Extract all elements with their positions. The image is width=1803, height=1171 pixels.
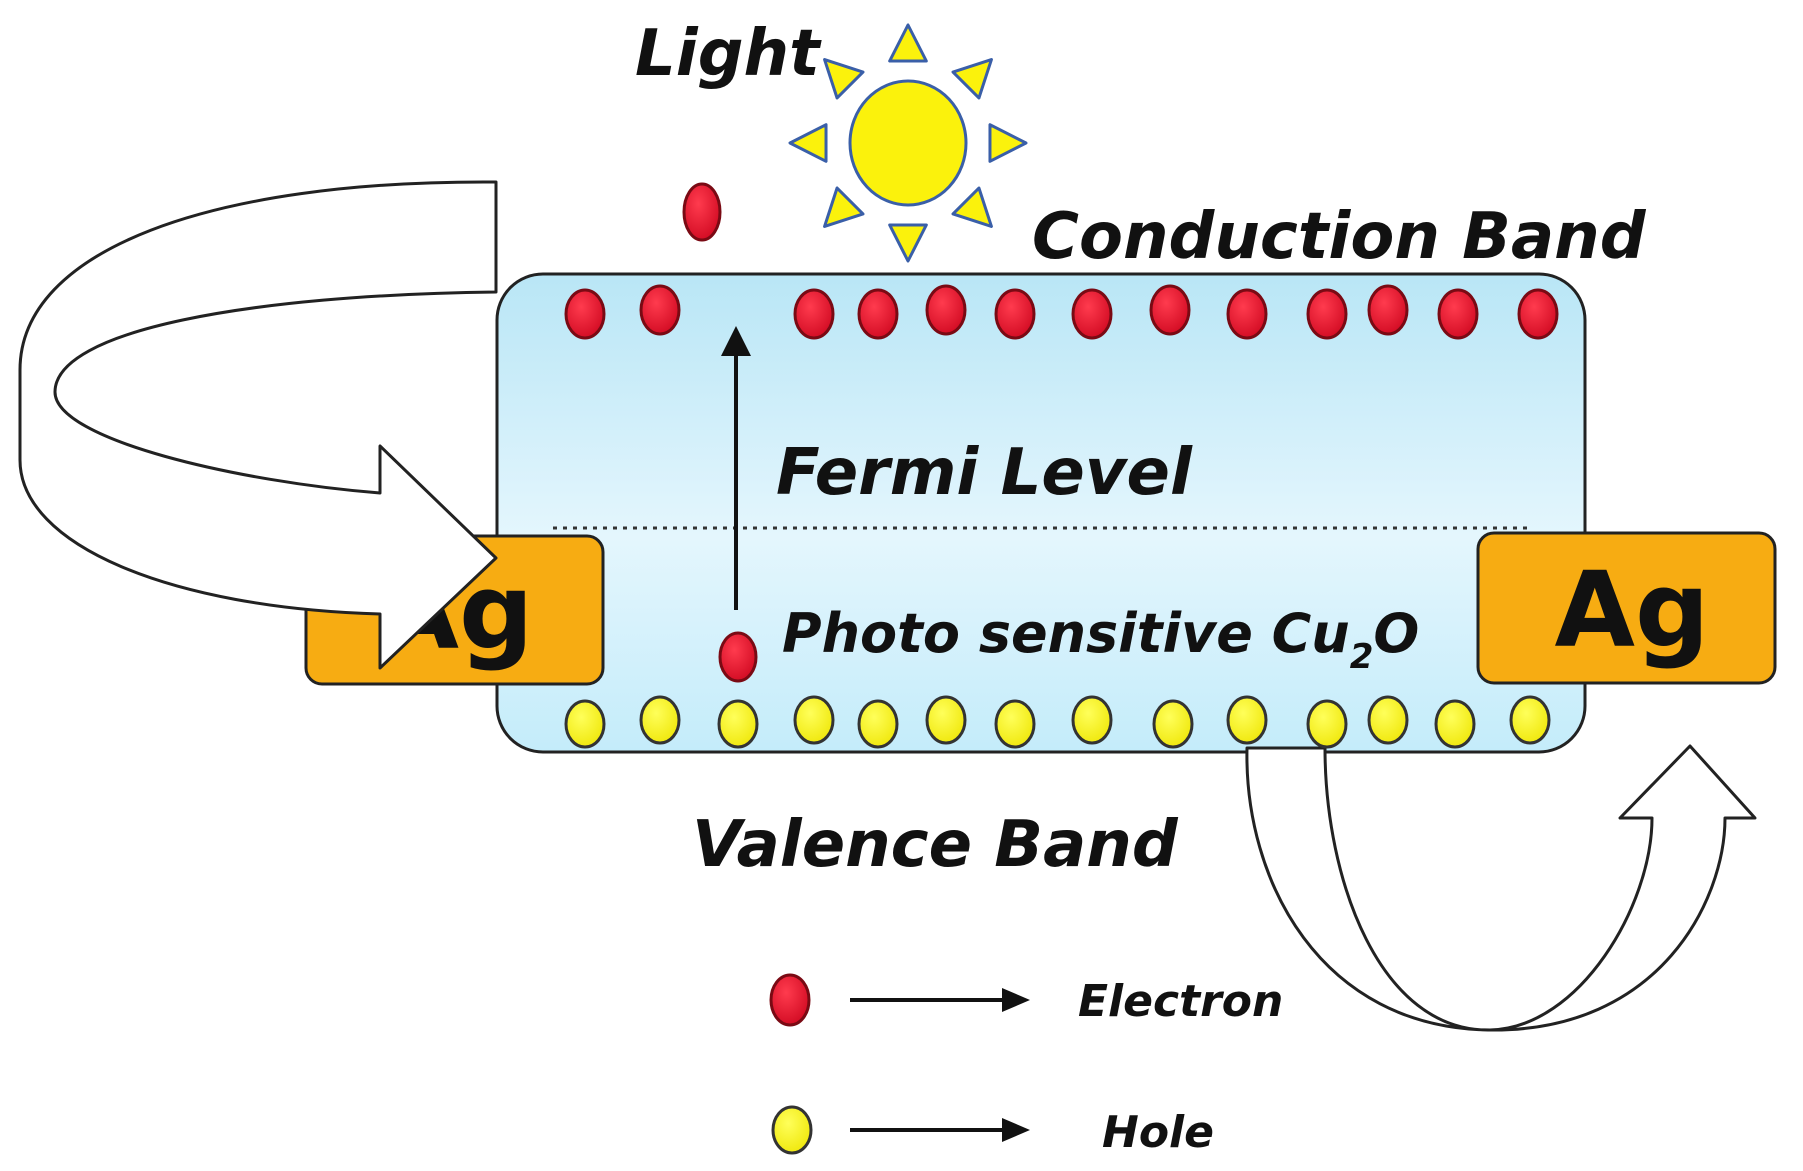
right-ag-label: Ag (1555, 549, 1710, 671)
conduction-electron (1306, 288, 1348, 340)
legend-hole-marker (771, 1105, 813, 1155)
conduction-electron (1367, 284, 1409, 336)
legend: Electron Hole (769, 973, 1283, 1158)
valence-band-label: Valence Band (692, 808, 1179, 882)
conduction-electron (1517, 288, 1559, 340)
conduction-electron (1149, 284, 1191, 336)
legend-hole-label: Hole (1102, 1107, 1214, 1158)
sun-ray (888, 223, 928, 263)
valence-hole (994, 699, 1036, 749)
legend-hole-arrowhead (1002, 1118, 1030, 1142)
sun-ray (823, 186, 865, 228)
conduction-electron (793, 288, 835, 340)
sun-ray (823, 58, 865, 100)
ejected-electron (682, 182, 722, 242)
material-label-subscript: 2 (1350, 637, 1374, 677)
curved-arrow-right (1245, 744, 1757, 1032)
conduction-electron-row (564, 284, 1559, 340)
sun-ray (888, 23, 928, 63)
valence-hole (1226, 695, 1268, 745)
conduction-electron (639, 284, 681, 336)
excitation-arrow-head (721, 326, 751, 356)
sun-disc (848, 79, 968, 207)
curved-arrow-left (18, 180, 498, 670)
cu2o-band-region (495, 272, 1587, 754)
sun-icon (788, 23, 1028, 263)
excited-electron (718, 631, 758, 683)
valence-hole (1367, 695, 1409, 745)
valence-hole (639, 695, 681, 745)
valence-hole (1509, 695, 1551, 745)
valence-hole (1071, 695, 1113, 745)
valence-hole (793, 695, 835, 745)
conduction-electron (564, 288, 606, 340)
conduction-band-label: Conduction Band (1032, 200, 1647, 274)
material-label-prefix: Photo sensitive Cu (782, 602, 1350, 665)
valence-hole (925, 695, 967, 745)
legend-electron-label: Electron (1078, 976, 1283, 1027)
right-ag-electrode (1476, 531, 1777, 685)
conduction-electron (1071, 288, 1113, 340)
legend-electron-arrowhead (1002, 988, 1030, 1012)
conduction-electron (994, 288, 1036, 340)
conduction-electron (925, 284, 967, 336)
valence-hole (1434, 699, 1476, 749)
light-label: Light (635, 17, 822, 91)
valence-hole-row (564, 695, 1551, 749)
sun-ray (951, 58, 993, 100)
conduction-electron (1437, 288, 1479, 340)
fermi-level-label: Fermi Level (776, 436, 1193, 510)
sun-ray (988, 123, 1028, 163)
valence-hole (1152, 699, 1194, 749)
valence-hole (717, 699, 759, 749)
legend-electron-marker (769, 973, 811, 1027)
conduction-electron (857, 288, 899, 340)
material-label-suffix: O (1373, 602, 1419, 665)
valence-hole (1306, 699, 1348, 749)
sun-ray (951, 186, 993, 228)
material-label: Photo sensitive Cu2O (782, 602, 1419, 677)
valence-hole (564, 699, 606, 749)
valence-hole (857, 699, 899, 749)
conduction-electron (1226, 288, 1268, 340)
sun-ray (788, 123, 828, 163)
